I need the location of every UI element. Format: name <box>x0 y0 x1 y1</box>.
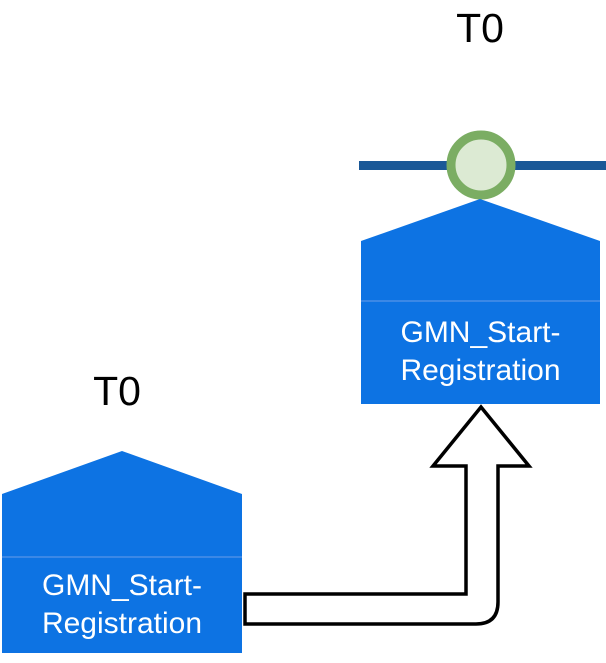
connector-arrow[interactable] <box>243 404 533 626</box>
node-bottom-left <box>2 451 242 653</box>
timeline-label-left: T0 <box>93 368 141 414</box>
node-top-right <box>361 199 600 404</box>
timeline-event-circle[interactable] <box>446 130 516 200</box>
node-label-bottom-left: GMN_Start-Registration <box>41 569 203 640</box>
node-label-top-right: GMN_Start-Registration <box>400 316 561 387</box>
timeline-label-top-right: T0 <box>456 5 504 51</box>
node-shape-bottom-left[interactable] <box>2 451 242 653</box>
